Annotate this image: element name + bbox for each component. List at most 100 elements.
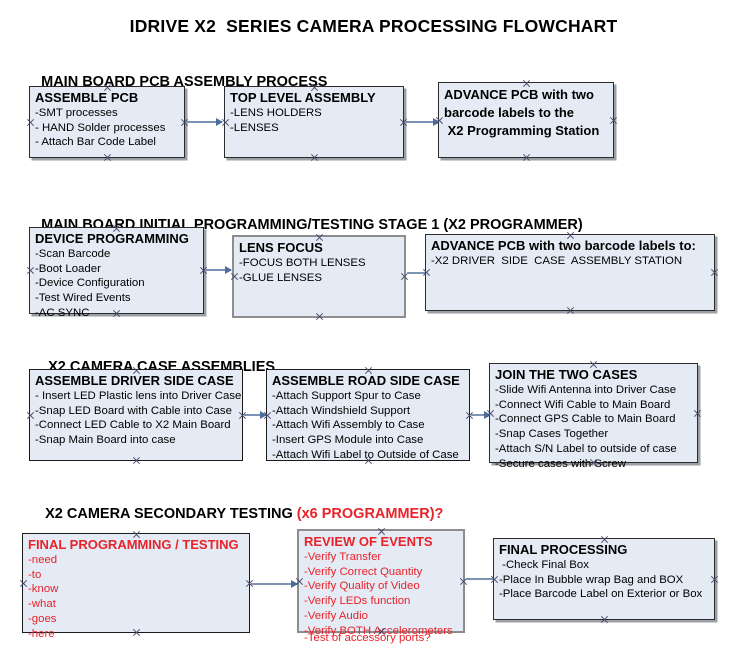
node-title: ASSEMBLE DRIVER SIDE CASE (35, 373, 234, 388)
section-heading-text: X2 CAMERA SECONDARY TESTING (45, 506, 297, 522)
connection-handle-left[interactable] (26, 411, 35, 420)
node-line: -goes (28, 612, 57, 625)
node-title: FINAL PROCESSING (499, 542, 628, 557)
node-line: -Connect LED Cable to X2 Main Board (35, 419, 231, 432)
node-line: - HAND Solder processes (35, 121, 166, 134)
node-title: ADVANCE PCB with two barcode labels to: (431, 238, 696, 253)
node-assemble-road-side-case[interactable]: ASSEMBLE ROAD SIDE CASE -Attach Support … (266, 369, 470, 461)
connection-handle-bottom[interactable] (315, 312, 324, 321)
connection-handle-right[interactable] (609, 116, 618, 125)
node-title: ASSEMBLE PCB (35, 90, 139, 105)
node-line-overflow: -Test of accessory ports? (304, 632, 431, 645)
connection-handle-right[interactable] (693, 409, 702, 418)
connection-handle-left[interactable] (26, 266, 35, 275)
node-title: ADVANCE PCB with two (444, 87, 594, 102)
node-line: -Snap Cases Together (495, 428, 609, 441)
node-line: -need (28, 554, 58, 567)
node-line: -Check Final Box (499, 559, 589, 572)
node-line: -SMT processes (35, 107, 118, 120)
connection-handle-bottom[interactable] (103, 153, 112, 162)
arrow-shaft (407, 272, 436, 274)
connection-handle-left[interactable] (26, 118, 35, 127)
arrow-shaft (186, 121, 222, 123)
node-line: -Connect Wifi Cable to Main Board (495, 398, 671, 411)
page-title: IDRIVE X2 SERIES CAMERA PROCESSING FLOWC… (129, 16, 618, 36)
node-line: -Device Configuration (35, 277, 145, 290)
node-line: -Verify Transfer (304, 551, 382, 564)
node-title: LENS FOCUS (239, 240, 323, 255)
node-line: -Secure cases with Screw (495, 457, 627, 470)
node-lens-focus[interactable]: LENS FOCUS -FOCUS BOTH LENSES -GLUE LENS… (232, 235, 406, 318)
node-line: -Insert GPS Module into Case (272, 434, 424, 447)
section-heading-x2-camera-secondary-testing: X2 CAMERA SECONDARY TESTING (x6 PROGRAMM… (29, 490, 443, 538)
node-line: -Verify LEDs function (304, 595, 411, 608)
arrow-shaft (466, 578, 502, 580)
node-title: ASSEMBLE ROAD SIDE CASE (272, 373, 460, 388)
node-device-programming[interactable]: DEVICE PROGRAMMING -Scan Barcode -Boot L… (26, 227, 204, 319)
connection-handle-right[interactable] (710, 268, 719, 277)
connection-handle-right[interactable] (710, 575, 719, 584)
arrow-shaft (471, 414, 490, 416)
node-line: -Verify Correct Quantity (304, 565, 423, 578)
node-line: -know (28, 583, 59, 596)
node-line: -Attach Support Spur to Case (272, 390, 421, 403)
node-title: TOP LEVEL ASSEMBLY (230, 90, 376, 105)
arrow-head (260, 410, 267, 419)
node-line: -LENSES (230, 121, 279, 134)
arrow-shaft (405, 121, 439, 123)
connection-handle-bottom[interactable] (600, 615, 609, 624)
arrow-head (433, 117, 440, 126)
node-line: -Connect GPS Cable to Main Board (495, 413, 676, 426)
arrow-top-level-assembly-to-advance-pcb (405, 117, 440, 126)
node-line: -Verify BOTH Accelerometers (304, 624, 453, 637)
node-final-processing[interactable]: FINAL PROCESSING -Check Final Box -Place… (493, 538, 715, 620)
node-line: -Boot Loader (35, 262, 101, 275)
node-advance-pcb-to-driver-side-case[interactable]: ADVANCE PCB with two barcode labels to: … (425, 234, 715, 311)
node-line: -Scan Barcode (35, 248, 111, 261)
node-final-programming-testing[interactable]: FINAL PROGRAMMING / TESTING -need -to -k… (19, 533, 250, 640)
node-line: -Test Wired Events (35, 292, 131, 305)
arrow-shaft (251, 583, 297, 585)
node-title: DEVICE PROGRAMMING (35, 231, 189, 246)
arrow-device-programming-to-lens-focus (205, 265, 232, 274)
connection-handle-left[interactable] (19, 579, 28, 588)
arrow-final-programming-to-review-of-events (251, 579, 298, 588)
node-line: -Snap LED Board with Cable into Case (35, 404, 232, 417)
node-title: FINAL PROGRAMMING / TESTING (28, 537, 239, 552)
node-line: - Attach Bar Code Label (35, 136, 156, 149)
connection-handle-bottom[interactable] (566, 306, 575, 315)
arrow-road-side-case-to-join-cases (471, 410, 491, 419)
node-line: -Verify Quality of Video (304, 580, 420, 593)
section-heading-accent: (x6 PROGRAMMER)? (296, 506, 444, 522)
arrow-shaft (205, 269, 231, 271)
arrow-assemble-pcb-to-top-level-assembly (186, 117, 223, 126)
node-line: -Place Barcode Label on Exterior or Box (499, 588, 703, 601)
node-title: barcode labels to the (444, 105, 575, 121)
node-line: -X2 DRIVER SIDE CASE ASSEMBLY STATION (431, 255, 683, 268)
node-title: REVIEW OF EVENTS (304, 534, 433, 549)
arrow-head (216, 117, 223, 126)
node-advance-pcb-to-programming-station[interactable]: ADVANCE PCB with two barcode labels to t… (438, 82, 614, 158)
arrow-head (484, 410, 491, 419)
node-line: -AC SYNC (35, 306, 90, 319)
node-top-level-assembly[interactable]: TOP LEVEL ASSEMBLY -LENS HOLDERS -LENSES (224, 86, 404, 158)
connection-handle-bottom[interactable] (522, 153, 531, 162)
node-line: -Slide Wifi Antenna into Driver Case (495, 384, 677, 397)
arrow-head (225, 265, 232, 274)
node-assemble-driver-side-case[interactable]: ASSEMBLE DRIVER SIDE CASE - Insert LED P… (29, 369, 243, 461)
node-line: -Attach Wifi Assembly to Case (272, 419, 425, 432)
node-title: JOIN THE TWO CASES (495, 367, 638, 382)
node-line: -FOCUS BOTH LENSES (239, 257, 366, 270)
node-assemble-pcb[interactable]: ASSEMBLE PCB -SMT processes - HAND Solde… (29, 86, 185, 158)
node-line: -here (28, 627, 55, 640)
node-review-of-events[interactable]: REVIEW OF EVENTS -Verify Transfer -Verif… (297, 529, 465, 644)
node-line: -what (28, 598, 56, 611)
node-join-the-two-cases[interactable]: JOIN THE TWO CASES -Slide Wifi Antenna i… (489, 363, 698, 470)
node-line: -Snap Main Board into case (35, 434, 176, 447)
arrow-driver-side-case-to-road-side-case (244, 410, 267, 419)
arrow-head (291, 579, 298, 588)
connection-handle-bottom[interactable] (310, 153, 319, 162)
node-line: -Verify Audio (304, 609, 368, 622)
connection-handle-bottom[interactable] (132, 456, 141, 465)
